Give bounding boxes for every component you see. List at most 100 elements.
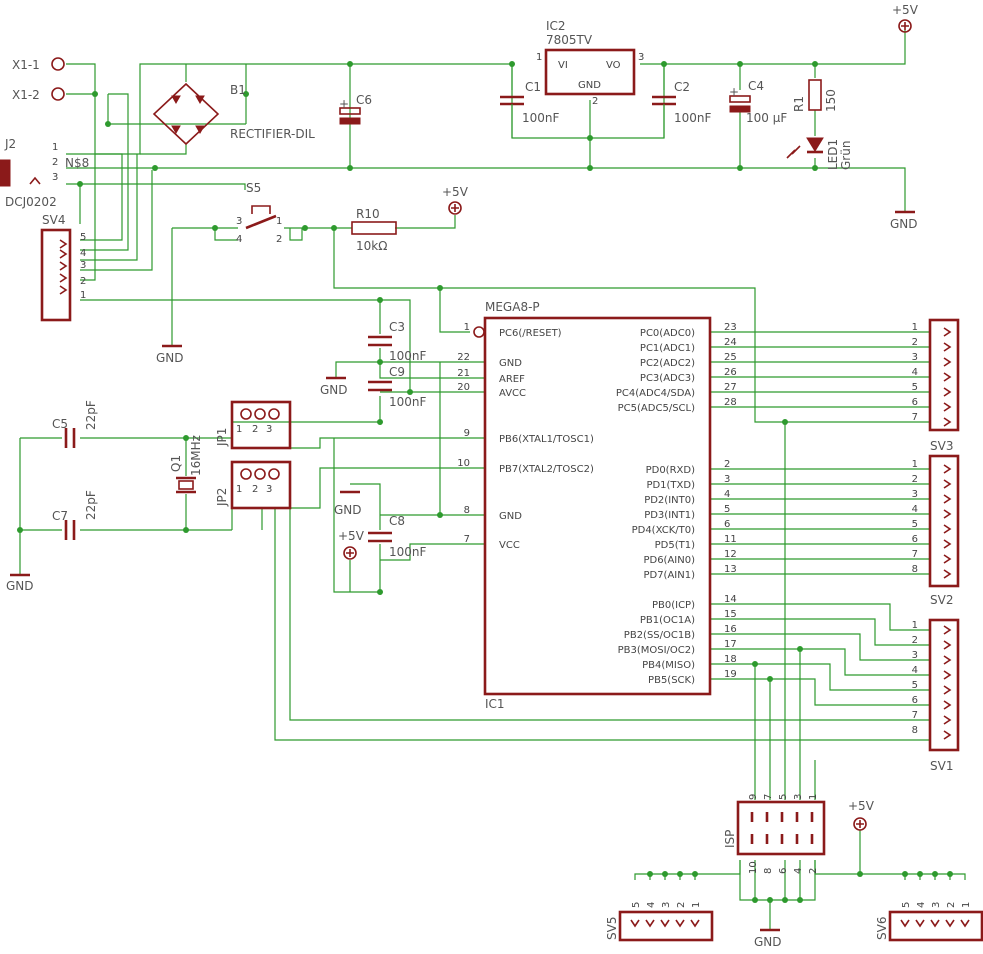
svg-text:1: 1 (236, 424, 242, 435)
dc-jack-j2[interactable]: J2 DCJ0202 1 2 3 N$8 (0, 137, 89, 209)
bridge-rectifier-b1[interactable]: B1 RECTIFIER-DIL (152, 82, 315, 146)
pin-label: 25 (724, 352, 737, 363)
svg-text:ISP: ISP (723, 830, 737, 848)
svg-text:DCJ0202: DCJ0202 (5, 195, 57, 209)
pin-label: 9 (748, 794, 759, 800)
pin-label: 2 (808, 868, 819, 874)
pin-label: 24 (724, 337, 737, 348)
svg-text:SV1: SV1 (930, 759, 953, 773)
pin-label: 4 (912, 504, 918, 515)
header-pin (943, 479, 952, 489)
pin-label: PC6(/RESET) (499, 328, 562, 339)
svg-text:R10: R10 (356, 207, 380, 221)
pin-label: 27 (724, 382, 737, 393)
capacitor-c5[interactable]: C5 22pF (52, 400, 98, 448)
svg-text:VO: VO (606, 60, 621, 71)
svg-text:C4: C4 (748, 79, 764, 93)
svg-text:3: 3 (52, 172, 58, 183)
microcontroller-ic1[interactable]: MEGA8-P IC1 PC6(/RESET)1GND22AREF21AVCC2… (457, 300, 736, 711)
header-pin (943, 387, 952, 397)
led-led1[interactable]: LED1 Grün (786, 137, 853, 170)
svg-text:1: 1 (536, 52, 542, 63)
pin-label: 11 (724, 534, 737, 545)
pin-label: 13 (724, 564, 737, 575)
pin-label: 5 (912, 382, 918, 393)
gnd-symbol-c8: GND (334, 490, 362, 517)
svg-text:GND: GND (156, 351, 184, 365)
junction-dots (17, 61, 953, 903)
capacitor-c6[interactable]: C6 + (339, 93, 372, 125)
header-sv4[interactable]: SV4 5 4 3 2 1 (40, 213, 86, 322)
pin-label: PD6(AIN0) (643, 555, 695, 566)
svg-text:C3: C3 (389, 320, 405, 334)
mcu-left-wires (19, 299, 930, 741)
header-pin (943, 357, 952, 367)
crystal-q1[interactable]: Q1 16MHz (169, 435, 203, 494)
capacitor-c7[interactable]: C7 22pF (52, 490, 98, 540)
capacitor-c8[interactable]: C8 100nF (368, 514, 427, 559)
header-pin (943, 554, 952, 564)
capacitor-c2[interactable]: C2 100nF (652, 80, 712, 138)
header-pin (943, 655, 952, 665)
svg-text:IC2: IC2 (546, 19, 566, 33)
svg-text:22pF: 22pF (84, 490, 98, 520)
header-pin (900, 919, 910, 928)
resistor-r1[interactable]: R1 150 (792, 79, 838, 112)
svg-text:SV6: SV6 (875, 917, 889, 940)
header-pin (943, 569, 952, 579)
regulator-ic2[interactable]: IC2 7805TV VI VO GND 1 3 2 (536, 19, 644, 107)
pin-label: 16 (724, 624, 737, 635)
pin-label: 3 (912, 352, 918, 363)
pin-label: 3 (661, 902, 672, 908)
capacitor-c1[interactable]: C1 100nF (500, 80, 560, 138)
svg-text:4: 4 (80, 248, 86, 259)
jumper-jp2[interactable]: JP2 1 2 3 (215, 460, 292, 510)
header-pin (943, 700, 952, 710)
capacitor-c4[interactable]: + C4 100 µF (729, 79, 787, 125)
pin-label: 6 (778, 868, 789, 874)
header-pin (943, 524, 952, 534)
svg-text:IC1: IC1 (485, 697, 505, 711)
pin-label: 4 (793, 868, 804, 874)
header-pin (675, 919, 685, 928)
pin-label: PD1(TXD) (646, 480, 695, 491)
resistor-r10[interactable]: R10 10kΩ (351, 207, 397, 253)
capacitor-c3[interactable]: C3 100nF (368, 320, 427, 363)
svg-text:+5V: +5V (848, 799, 875, 813)
pin-label: GND (499, 358, 522, 369)
pin-label: PC2(ADC2) (640, 358, 695, 369)
header-pin (943, 494, 952, 504)
vcc-symbol-c8: +5V (338, 529, 365, 560)
pin-label: PB5(SCK) (648, 675, 695, 686)
header-pin (943, 327, 952, 337)
svg-text:C6: C6 (356, 93, 372, 107)
pin-label: 1 (464, 322, 470, 333)
svg-text:+: + (729, 85, 739, 99)
switch-s5[interactable]: S5 3 4 1 2 (236, 181, 282, 245)
svg-text:GND: GND (334, 503, 362, 517)
terminal-x1-1[interactable]: X1-1 (12, 57, 65, 72)
pin-label: 7 (912, 412, 918, 423)
jumper-jp1[interactable]: JP1 1 2 3 (215, 400, 292, 450)
terminal-x1-2[interactable]: X1-2 (12, 87, 65, 102)
pin-label: PD7(AIN1) (643, 570, 695, 581)
svg-text:3: 3 (638, 52, 644, 63)
svg-text:J2: J2 (4, 137, 16, 151)
pin-label: 3 (912, 489, 918, 500)
capacitor-c9[interactable]: C9 100nF (368, 365, 427, 409)
pin-label: 1 (961, 902, 972, 908)
mcu-right-wires (634, 331, 966, 930)
pin-label: 1 (912, 459, 918, 470)
pin-label: PC5(ADC5/SCL) (618, 403, 695, 414)
pin-label: PB1(OC1A) (640, 615, 695, 626)
pin-label: PC3(ADC3) (640, 373, 695, 384)
pin-label: PB2(SS/OC1B) (624, 630, 695, 641)
